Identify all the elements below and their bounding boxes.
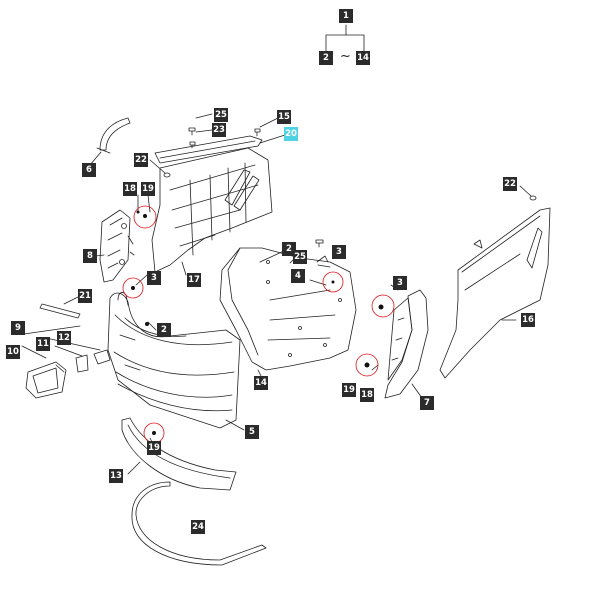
callout-22: 22 (134, 153, 148, 167)
callout-12: 12 (57, 331, 71, 345)
callout-19: 19 (147, 441, 161, 455)
part-15-clip (254, 128, 261, 137)
callout-7: 7 (420, 396, 434, 410)
part-25-bolt (188, 127, 196, 136)
callout-19: 19 (342, 383, 356, 397)
callout-22: 22 (503, 177, 517, 191)
part-23-bolt (189, 141, 196, 149)
callout-17: 17 (187, 273, 201, 287)
upper-strip (154, 135, 263, 164)
callout-21: 21 (78, 289, 92, 303)
part-11-clip (75, 354, 89, 373)
callout-8: 8 (83, 249, 97, 263)
part-4-clip (316, 255, 331, 268)
part-14-cover (219, 247, 357, 371)
callout-16: 16 (521, 313, 535, 327)
legend-separator: ~ (340, 49, 351, 64)
callout-20-highlighted: 20 (284, 127, 298, 141)
legend-callout-right: 14 (356, 51, 370, 65)
callout-2: 2 (282, 242, 296, 256)
part-22-plug-right (529, 195, 537, 201)
callout-9: 9 (11, 321, 25, 335)
callout-25: 25 (293, 250, 307, 264)
callout-11: 11 (36, 337, 50, 351)
marker-circle (355, 353, 379, 377)
part-16-panel (439, 207, 551, 379)
callout-18: 18 (360, 388, 374, 402)
part-24-strip (131, 481, 267, 566)
callout-15: 15 (277, 110, 291, 124)
marker-circle (122, 277, 144, 299)
part-22-plug (163, 172, 171, 178)
callout-2: 2 (157, 323, 171, 337)
callout-13: 13 (109, 469, 123, 483)
marker-circle (371, 294, 395, 318)
part-2-bolt (315, 239, 324, 248)
callout-5: 5 (245, 425, 259, 439)
callout-6: 6 (82, 163, 96, 177)
callout-14: 14 (254, 376, 268, 390)
part-8-bracket (99, 209, 135, 283)
fastener-dots (131, 210, 384, 435)
legend-bracket (325, 24, 365, 53)
fastener-markers (122, 205, 395, 444)
callout-18: 18 (123, 182, 137, 196)
legend-callout-left: 2 (319, 51, 333, 65)
marker-circle (133, 205, 157, 229)
part-6-hose (99, 117, 131, 151)
callout-3: 3 (332, 245, 346, 259)
part-21-bar (39, 303, 81, 319)
part-12-clip (93, 349, 111, 365)
callout-19: 19 (141, 182, 155, 196)
callout-25: 25 (214, 108, 228, 122)
part-5-bumper (107, 292, 241, 429)
part-7-bracket (384, 289, 429, 399)
callout-3: 3 (393, 276, 407, 290)
callout-23: 23 (212, 123, 226, 137)
part-17-frame (151, 147, 273, 273)
legend-callout-top: 1 (339, 9, 353, 23)
part-10-lamp (25, 361, 67, 399)
part-13-lip (121, 417, 237, 491)
callout-4: 4 (291, 269, 305, 283)
callout-3: 3 (147, 271, 161, 285)
callout-10: 10 (6, 345, 20, 359)
marker-circle (322, 271, 344, 293)
callout-24: 24 (191, 520, 205, 534)
